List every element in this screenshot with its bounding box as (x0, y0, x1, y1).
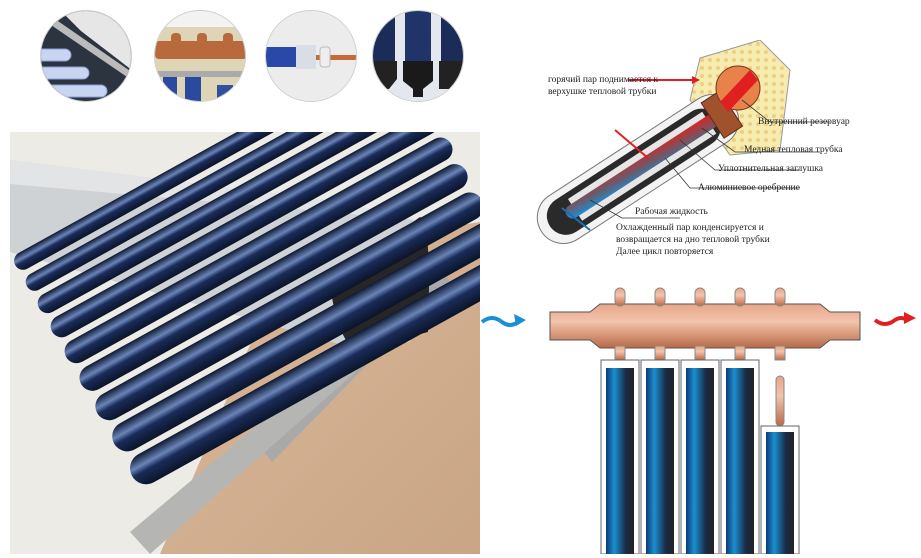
thumbnail-end-caps (372, 10, 464, 102)
thumbnail-heat-pipe (265, 10, 357, 102)
thumbnail-copper-manifold (154, 10, 246, 102)
heat-pipe-image (266, 11, 356, 101)
condensed-arrow (561, 207, 591, 231)
heat-pipe-condenser (775, 375, 785, 427)
absorber-tube (646, 368, 674, 554)
label-inner-reservoir: Внутренний резервуар (758, 117, 850, 127)
absorber-tube (606, 368, 634, 554)
label-sealing-plug: Уплотнительная заглушка (718, 164, 824, 174)
manifold-port (734, 345, 746, 361)
label-copper-heat-pipe: Медная тепловая трубка (744, 145, 843, 155)
label-condensed-vapor: Охлажденный пар конденсируется и возвращ… (616, 223, 770, 257)
manifold-port (614, 287, 626, 307)
manifold-port (774, 287, 786, 307)
manifold-port (774, 345, 786, 361)
inlet-arrow (480, 316, 520, 327)
manifold-port (734, 287, 746, 307)
copper-manifold-image (155, 11, 245, 101)
absorber-tube (766, 432, 794, 554)
manifold-port (614, 345, 626, 361)
manifold-port (654, 287, 666, 307)
manifold-port (694, 345, 706, 361)
outlet-arrow (873, 316, 909, 326)
label-hot-vapor: горячий пар поднимается к верхушке тепло… (548, 75, 659, 97)
absorber-tube (686, 368, 714, 554)
evacuated-tubes (14, 132, 480, 485)
label-working-fluid: Рабочая жидкость (635, 207, 708, 217)
absorber-tubes-image (41, 11, 131, 101)
label-aluminum-fins: Алюминиевое оребрение (698, 183, 800, 193)
thumbnail-absorber-tubes (40, 10, 132, 102)
manifold-port (654, 345, 666, 361)
manifold-port (694, 287, 706, 307)
vacuum-tubes (600, 287, 800, 555)
end-caps-image (373, 11, 463, 101)
absorber-tube (726, 368, 754, 554)
manifold-diagram (480, 280, 921, 555)
solar-collector-photo (10, 132, 480, 554)
heat-pipe-diagram: горячий пар поднимается к верхушке тепло… (530, 40, 921, 270)
header-pipe (549, 303, 861, 349)
